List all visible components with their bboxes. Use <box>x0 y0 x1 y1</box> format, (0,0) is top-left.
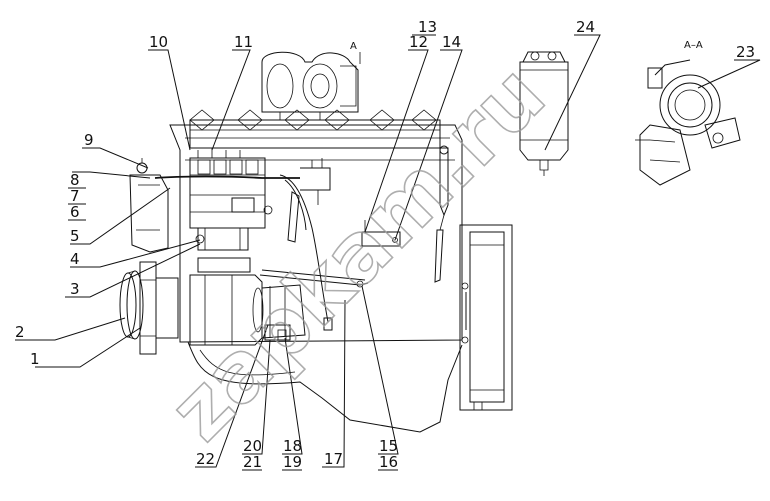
exhaust-manifold <box>189 109 441 149</box>
callout-23: 23 <box>736 43 755 61</box>
callout-11: 11 <box>234 33 253 51</box>
crankshaft-pulley <box>119 261 179 355</box>
callout-17: 17 <box>324 450 343 468</box>
callout-9: 9 <box>84 131 94 149</box>
turbocharger <box>261 51 359 120</box>
callout-12: 12 <box>409 33 428 51</box>
flywheel-housing <box>459 224 513 411</box>
callout-14: 14 <box>442 33 461 51</box>
fuel-injection-pump <box>189 148 273 229</box>
callout-7: 7 <box>70 187 80 205</box>
callout-1: 1 <box>30 350 40 368</box>
callout-4: 4 <box>70 250 80 268</box>
callout-16: 16 <box>379 453 398 471</box>
starter-motor <box>189 274 306 346</box>
callout-21: 21 <box>243 453 262 471</box>
callout-3: 3 <box>70 280 80 298</box>
section-title: A–A <box>684 40 703 51</box>
filter-detail-view <box>519 51 569 176</box>
callout-19: 19 <box>283 453 302 471</box>
callout-10: 10 <box>149 33 168 51</box>
callout-5: 5 <box>70 227 80 245</box>
section-aa-view <box>635 59 741 186</box>
leader-lines <box>15 34 761 471</box>
fuel-filter <box>195 227 251 273</box>
callout-2: 2 <box>15 323 25 341</box>
callout-6: 6 <box>70 203 80 221</box>
mounting-bracket <box>361 220 401 247</box>
dipstick-tube <box>434 145 449 283</box>
engine-side-view <box>119 51 513 433</box>
callout-18: 18 <box>283 437 302 455</box>
oil-filter-housing <box>129 158 169 253</box>
callout-20: 20 <box>243 437 262 455</box>
callout-24: 24 <box>576 18 595 36</box>
callout-8: 8 <box>70 171 80 189</box>
callout-13: 13 <box>418 18 437 36</box>
callout-22: 22 <box>196 450 215 468</box>
callout-labels: 1 2 3 4 5 6 7 8 9 10 11 12 13 14 15 16 1… <box>15 18 755 471</box>
section-marker-label: A <box>350 41 357 52</box>
callout-15: 15 <box>379 437 398 455</box>
section-marker: A <box>350 41 361 64</box>
